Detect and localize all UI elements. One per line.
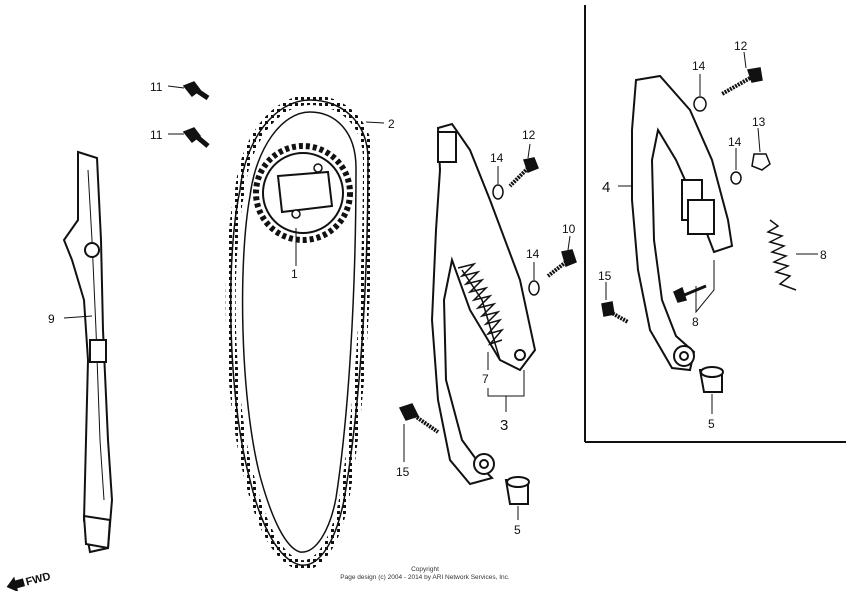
callout-11-upper: 11	[150, 80, 163, 94]
collar-5-middle	[504, 476, 530, 505]
cam-chain-part	[225, 94, 374, 571]
callout-15-middle: 15	[396, 465, 410, 479]
callout-10: 10	[562, 222, 576, 236]
callout-12-middle: 12	[522, 128, 536, 142]
copyright-line-1: Copyright	[411, 566, 439, 573]
washer-14-inset-lower	[730, 171, 742, 185]
callout-9: 9	[48, 312, 55, 326]
callout-8-bolt: 8	[692, 315, 699, 329]
callout-8-spring: 8	[820, 248, 827, 262]
collar-5-inset	[698, 366, 724, 393]
callout-5-inset: 5	[708, 417, 715, 431]
bolt-11-lower	[182, 127, 210, 148]
tensioner-arm-part	[430, 122, 537, 486]
callout-4: 4	[602, 179, 610, 196]
inset-border	[584, 5, 846, 443]
callout-14-middle-upper: 14	[490, 151, 504, 165]
fwd-arrow-icon: FWD	[6, 570, 52, 591]
leader-lines	[63, 51, 818, 520]
callout-5-middle: 5	[514, 523, 521, 537]
washer-14-middle-lower	[528, 280, 540, 296]
callout-12-inset: 12	[734, 39, 748, 53]
chain-guide-part	[62, 150, 114, 554]
bolt-15-inset	[601, 301, 629, 324]
nut-13-inset	[751, 153, 771, 171]
washer-14-inset-upper	[693, 96, 707, 112]
bolt-12-middle	[508, 157, 539, 188]
tensioner-assembly-part	[631, 74, 734, 372]
callout-13: 13	[752, 115, 766, 129]
bolt-10-middle	[546, 249, 577, 278]
callout-1: 1	[291, 267, 298, 281]
spring-8-part	[766, 219, 797, 291]
copyright-notice: Copyright Page design (c) 2004 - 2014 by…	[0, 566, 850, 582]
callout-14-inset-upper: 14	[692, 59, 706, 73]
callout-15-inset: 15	[598, 269, 612, 283]
callout-11-lower: 11	[150, 128, 163, 142]
bolt-15-middle	[398, 403, 440, 434]
callout-2: 2	[388, 117, 395, 131]
copyright-line-2: Page design (c) 2004 - 2014 by ARI Netwo…	[340, 574, 510, 581]
callout-7: 7	[482, 372, 489, 386]
bolt-8-inset	[673, 284, 707, 303]
cam-sprocket-part	[253, 143, 353, 243]
washer-14-middle-upper	[492, 184, 504, 200]
bolt-11-upper	[182, 81, 210, 101]
spring-7-part	[457, 262, 505, 346]
callout-14-middle-lower: 14	[526, 247, 540, 261]
callout-14-inset-lower: 14	[728, 135, 742, 149]
callout-labels: 11 11 9 2 1 12 14 10 14 7 3 15 5 4 14 12…	[48, 39, 827, 537]
bolt-12-inset	[721, 67, 763, 96]
callout-3: 3	[500, 417, 508, 434]
